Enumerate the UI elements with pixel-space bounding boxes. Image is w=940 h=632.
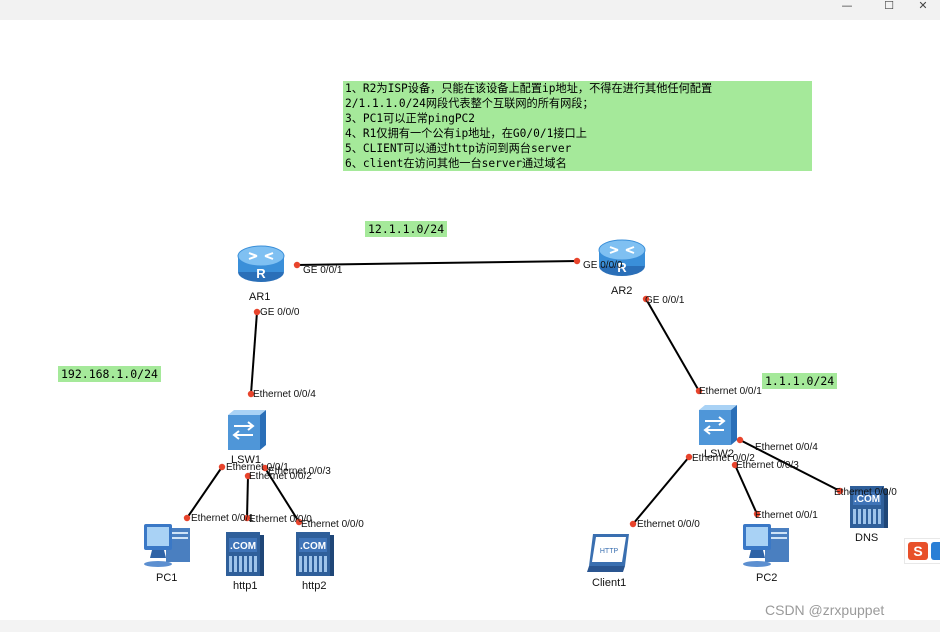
link-lsw2-dns bbox=[739, 439, 841, 492]
http-client-icon[interactable]: HTTP bbox=[585, 532, 633, 574]
requirement-line: 2/1.1.1.0/24网段代表整个互联网的所有网段； bbox=[345, 97, 594, 110]
svg-text:.COM: .COM bbox=[230, 541, 256, 552]
port-label: GE 0/0/0 bbox=[260, 307, 300, 318]
svg-text:HTTP: HTTP bbox=[600, 548, 619, 555]
subnet-label-lan: 192.168.1.0/24 bbox=[58, 366, 161, 382]
port-label: Ethernet 0/0/1 bbox=[755, 510, 818, 521]
link-ar1-ar2 bbox=[295, 260, 579, 266]
ime-tab-icon bbox=[931, 542, 940, 560]
subnet-label-internet: 1.1.1.0/24 bbox=[762, 373, 838, 389]
link-ar2-lsw2 bbox=[645, 298, 700, 392]
requirements-note: 1、R2为ISP设备，只能在该设备上配置ip地址，不得在进行其他任何配置 2/1… bbox=[343, 81, 812, 171]
pc-icon[interactable] bbox=[140, 520, 194, 570]
switch-icon[interactable] bbox=[226, 409, 268, 451]
device-label-ar2: AR2 bbox=[611, 285, 633, 297]
window-titlebar: — ☐ ✕ bbox=[0, 0, 940, 20]
requirement-line: 1、R2为ISP设备，只能在该设备上配置ip地址，不得在进行其他任何配置 bbox=[345, 82, 713, 95]
link-lsw1-http2 bbox=[264, 467, 300, 523]
link-lsw1-http1 bbox=[246, 475, 249, 519]
port-label: Ethernet 0/0/2 bbox=[692, 453, 755, 464]
svg-text:R: R bbox=[617, 260, 627, 275]
device-label-lsw2: LSW2 bbox=[704, 448, 734, 460]
port-label: Ethernet 0/0/3 bbox=[736, 460, 799, 471]
device-label-dns: DNS bbox=[855, 532, 879, 544]
device-label-client1: Client1 bbox=[592, 577, 627, 589]
port-label: Ethernet 0/0/0 bbox=[834, 487, 897, 498]
svg-text:.COM: .COM bbox=[300, 541, 326, 552]
subnet-label-wan: 12.1.1.0/24 bbox=[365, 221, 448, 237]
requirement-line: 6、client在访问其他一台server通过域名 bbox=[345, 157, 567, 170]
maximize-icon[interactable]: ☐ bbox=[884, 0, 894, 12]
port-label: GE 0/0/1 bbox=[645, 295, 685, 306]
svg-text:R: R bbox=[256, 266, 266, 281]
port-label: Ethernet 0/0/4 bbox=[755, 442, 818, 453]
server-icon[interactable]: .COM bbox=[224, 530, 266, 578]
requirement-line: 5、CLIENT可以通过http访问到两台server bbox=[345, 142, 572, 155]
ime-badge[interactable]: S bbox=[904, 538, 940, 564]
port-label: Ethernet 0/0/0 bbox=[301, 519, 364, 530]
port-label: Ethernet 0/0/2 bbox=[249, 471, 312, 482]
device-label-ar1: AR1 bbox=[249, 291, 271, 303]
requirement-line: 3、PC1可以正常pingPC2 bbox=[345, 112, 476, 125]
svg-text:.COM: .COM bbox=[854, 494, 880, 505]
bottom-bar bbox=[0, 620, 940, 632]
port-label: Ethernet 0/0/1 bbox=[191, 513, 254, 524]
link-ar1-lsw1 bbox=[250, 311, 258, 395]
server-icon[interactable]: .COM bbox=[848, 484, 890, 530]
router-icon[interactable]: R bbox=[598, 236, 646, 278]
port-label: GE 0/0/1 bbox=[303, 265, 343, 276]
link-lsw2-pc2 bbox=[734, 464, 758, 515]
close-icon[interactable]: ✕ bbox=[918, 0, 928, 12]
device-label-lsw1: LSW1 bbox=[231, 454, 261, 466]
device-label-http2: http2 bbox=[302, 580, 327, 592]
device-label-http1: http1 bbox=[233, 580, 258, 592]
link-lsw1-pc1 bbox=[186, 466, 223, 519]
link-lsw2-client1 bbox=[632, 456, 690, 525]
port-label: Ethernet 0/0/3 bbox=[268, 466, 331, 477]
watermark: CSDN @zrxpuppet bbox=[765, 602, 885, 618]
port-label: Ethernet 0/0/0 bbox=[249, 514, 312, 525]
port-label: Ethernet 0/0/1 bbox=[699, 386, 762, 397]
router-icon[interactable]: R bbox=[237, 242, 285, 284]
port-label: GE 0/0/0 bbox=[583, 260, 623, 271]
server-icon[interactable]: .COM bbox=[294, 530, 336, 578]
port-label: Ethernet 0/0/4 bbox=[253, 389, 316, 400]
device-label-pc1: PC1 bbox=[156, 572, 178, 584]
sogou-icon: S bbox=[908, 542, 928, 560]
requirement-line: 4、R1仅拥有一个公有ip地址，在G0/0/1接口上 bbox=[345, 127, 587, 140]
switch-icon[interactable] bbox=[697, 404, 739, 446]
pc-icon[interactable] bbox=[739, 520, 793, 570]
device-label-pc2: PC2 bbox=[756, 572, 778, 584]
minimize-icon[interactable]: — bbox=[841, 0, 853, 12]
port-label: Ethernet 0/0/0 bbox=[637, 519, 700, 530]
port-label: Ethernet 0/0/1 bbox=[226, 462, 289, 473]
